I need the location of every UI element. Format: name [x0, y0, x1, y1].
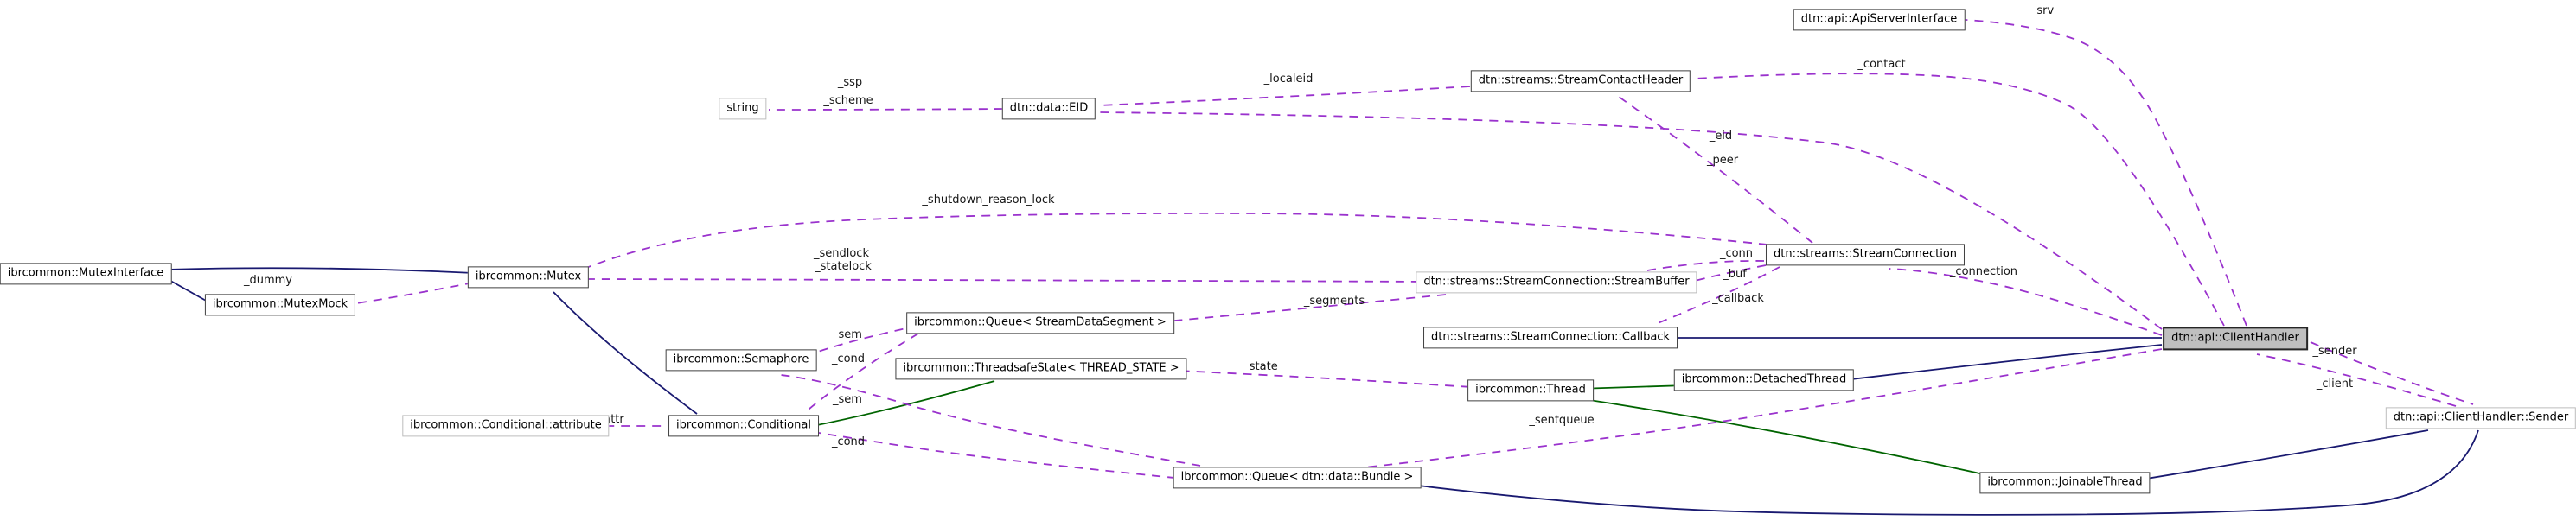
- edge-label-usage-sender: _sender: [2311, 345, 2357, 358]
- class-node-thread[interactable]: ibrcommon::Thread: [1467, 379, 1594, 402]
- class-node-stream-connection[interactable]: dtn::streams::StreamConnection: [1765, 244, 1966, 266]
- edge-usage-eid: [1097, 111, 2163, 330]
- edge-usage-ssp-scheme: [768, 108, 1004, 111]
- edge-label-usage-ssp-scheme-0: _ssp: [837, 76, 862, 89]
- edge-usage-connection: [1889, 268, 2163, 336]
- edge-protected-detachedthread-thread: [1577, 384, 1687, 390]
- edge-inherit-sender-joinablethread: [2140, 429, 2429, 480]
- class-node-stream-buffer: dtn::streams::StreamConnection::StreamBu…: [1416, 271, 1697, 294]
- edge-usage-sem-sds: [812, 325, 919, 354]
- edge-inherit-clienthandler-callback: [1663, 337, 2163, 340]
- edge-label-usage-conn: _conn: [1719, 247, 1753, 260]
- class-node-client-handler: dtn::api::ClientHandler: [2163, 327, 2308, 351]
- class-node-queue-bundle[interactable]: ibrcommon::Queue< dtn::data::Bundle >: [1173, 467, 1422, 489]
- edge-usage-client: [2256, 353, 2457, 407]
- class-node-mutex-interface[interactable]: ibrcommon::MutexInterface: [0, 263, 172, 285]
- edge-label-usage-sentqueue: _sentqueue: [1528, 414, 1594, 427]
- edge-label-usage-sendlock-statelock-1: _statelock: [814, 260, 872, 273]
- edge-usage-dummy: [355, 282, 475, 304]
- edge-usage-peer: [1618, 96, 1813, 244]
- class-node-conditional[interactable]: ibrcommon::Conditional: [668, 415, 819, 437]
- class-node-threadsafestate[interactable]: ibrcommon::ThreadsafeState< THREAD_STATE…: [895, 358, 1187, 380]
- class-node-eid[interactable]: dtn::data::EID: [1001, 98, 1096, 120]
- class-node-conditional-attribute: ibrcommon::Conditional::attribute: [402, 415, 610, 437]
- class-node-string: string: [719, 98, 767, 120]
- edge-label-usage-segments: _segments: [1303, 295, 1365, 308]
- class-node-semaphore[interactable]: ibrcommon::Semaphore: [665, 349, 817, 372]
- edge-usage-cond-bundle: [813, 431, 1192, 480]
- edge-protected-joinablethread-thread: [1577, 397, 1992, 477]
- edge-label-usage-cond-bundle: _cond: [831, 435, 865, 448]
- class-node-api-server-interface[interactable]: dtn::api::ApiServerInterface: [1793, 9, 1966, 31]
- class-node-mutex-mock[interactable]: ibrcommon::MutexMock: [204, 294, 356, 316]
- edge-inherit-conditional-mutex: [553, 291, 698, 415]
- edge-label-usage-sem-bundle: _sem: [832, 393, 862, 406]
- edge-usage-localeid: [1097, 86, 1471, 106]
- edge-label-usage-srv: _srv: [2030, 4, 2055, 17]
- class-node-mutex[interactable]: ibrcommon::Mutex: [467, 266, 590, 289]
- edge-usage-segments: [1165, 294, 1447, 322]
- edge-label-usage-buf: _buf: [1722, 268, 1747, 281]
- edge-protected-threadsafestate-conditional: [812, 380, 995, 427]
- class-node-callback[interactable]: dtn::streams::StreamConnection::Callback: [1423, 327, 1678, 349]
- edge-label-usage-client: _client: [2316, 378, 2353, 391]
- edge-label-usage-connection: _connection: [1949, 265, 2017, 278]
- edge-labels-group: _dummy _ssp _scheme _localeid _peer _eid _cont…: [243, 4, 2357, 448]
- edge-usage-state: [1177, 370, 1486, 389]
- edge-label-usage-eid: _eid: [1709, 130, 1732, 143]
- edge-usage-sem-bundle: [780, 374, 1201, 467]
- edge-usage-sender: [2310, 341, 2474, 405]
- class-node-queue-streamdatasegment[interactable]: ibrcommon::Queue< StreamDataSegment >: [906, 312, 1174, 334]
- edges-group: [165, 18, 2479, 516]
- edge-inherit-clienthandler-detachedthread: [1843, 344, 2163, 381]
- edge-usage-cond-sds: [803, 333, 919, 414]
- class-node-detached-thread[interactable]: ibrcommon::DetachedThread: [1673, 369, 1855, 391]
- class-node-sender: dtn::api::ClientHandler::Sender: [2385, 407, 2576, 429]
- edge-label-usage-sem-sds: _sem: [832, 328, 862, 341]
- class-node-joinable-thread[interactable]: ibrcommon::JoinableThread: [1979, 472, 2151, 494]
- edge-label-usage-dummy: _dummy: [243, 274, 292, 287]
- edge-label-usage-peer: _peer: [1706, 154, 1739, 167]
- edge-label-usage-callback: _callback: [1711, 292, 1764, 305]
- edge-label-usage-contact: _contact: [1857, 58, 1905, 71]
- edge-usage-sentqueue: [1364, 348, 2163, 468]
- edge-inherit-mutexmock-mutexinterface: [165, 277, 208, 302]
- edge-label-usage-sendlock-statelock-0: _sendlock: [813, 247, 869, 260]
- edge-usage-shutdown-reason-lock: [585, 212, 1768, 269]
- edge-usage-contact: [1694, 73, 2225, 327]
- edge-label-usage-shutdown-reason-lock: _shutdown_reason_lock: [921, 194, 1055, 206]
- edge-usage-callback: [1652, 266, 1780, 326]
- edge-label-usage-state: _state: [1243, 360, 1277, 373]
- edge-label-usage-localeid: _localeid: [1263, 73, 1314, 86]
- edge-inherit-mutex-mutexinterface: [165, 267, 475, 274]
- edge-usage-srv: [1950, 18, 2247, 327]
- edge-label-usage-ssp-scheme-1: _scheme: [822, 94, 873, 107]
- edge-usage-sendlock-statelock: [585, 278, 1436, 283]
- edge-inherit-sender-queuebundle: [1403, 429, 2479, 516]
- class-node-stream-contact-header[interactable]: dtn::streams::StreamContactHeader: [1470, 70, 1691, 92]
- edge-label-usage-cond-sds: _cond: [831, 353, 865, 365]
